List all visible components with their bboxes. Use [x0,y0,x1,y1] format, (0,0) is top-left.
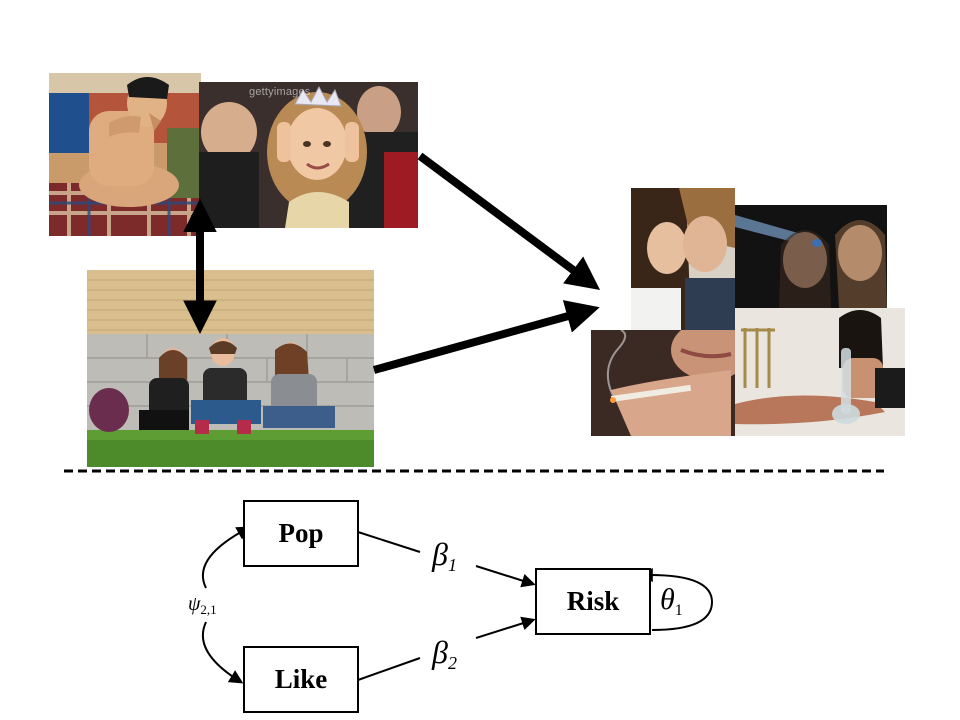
risk-node-label: Risk [566,586,620,616]
girls-drinking-photo [735,205,887,308]
watermark-text: gettyimages [249,86,311,98]
prom-queen-photo: gettyimages [199,82,418,228]
beta2-label: β2 [432,634,457,673]
theta1-label: θ1 [660,583,683,619]
beta1-label: β1 [432,536,457,575]
covariance-curve-lower [201,621,244,684]
girl-bong-photo [735,308,905,436]
psi21-label: ψ2,1 [188,593,217,617]
like-node-label: Like [274,664,328,694]
path-beta1-to-risk [475,565,536,588]
smoking-joint-photo [591,330,736,436]
pop-node: Pop [243,500,359,567]
pop-node-label: Pop [278,518,324,548]
photo-arrow-top [417,152,601,291]
risk-node: Risk [535,568,651,635]
like-node: Like [243,646,359,713]
kissing-couple-photo [631,188,735,332]
covariance-curve [201,526,251,589]
path-beta2-to-risk [475,616,536,639]
three-teens-photo [87,270,374,467]
path-pop-to-beta1 [357,531,421,553]
residual-loop [638,568,714,631]
photo-arrow-bottom [372,300,600,374]
path-like-to-beta2 [357,657,421,681]
shirtless-boy-photo [49,73,201,236]
